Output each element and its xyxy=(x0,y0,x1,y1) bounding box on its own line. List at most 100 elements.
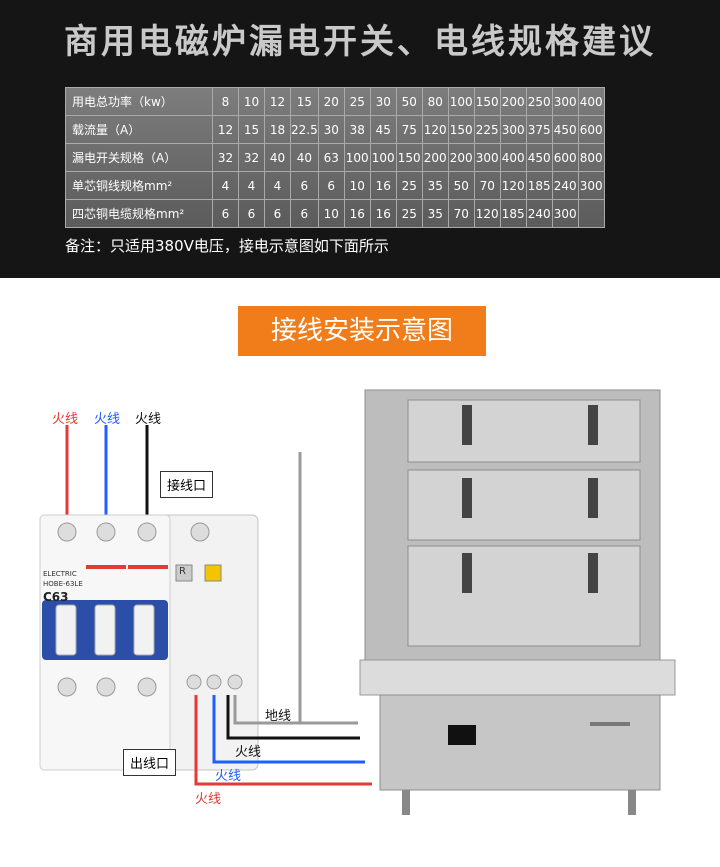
spec-cell: 10 xyxy=(317,199,345,228)
spec-cell: 63 xyxy=(317,143,345,172)
spec-cell: 30 xyxy=(317,115,345,144)
spec-cell: 120 xyxy=(421,115,449,144)
output-live-label-black: 火线 xyxy=(235,745,262,760)
spec-cell: 32 xyxy=(212,143,239,172)
spec-cell: 35 xyxy=(421,171,449,200)
spec-cell: 10 xyxy=(343,171,371,200)
spec-cell: 200 xyxy=(499,87,527,116)
input-live-label-3: 火线 xyxy=(135,412,162,427)
spec-cell: 32 xyxy=(238,143,265,172)
spec-cell: 40 xyxy=(290,143,319,172)
spec-cell: 15 xyxy=(238,115,265,144)
spec-cell: 185 xyxy=(499,199,527,228)
spec-cell: 6 xyxy=(290,171,319,200)
spec-cell: 50 xyxy=(395,87,423,116)
spec-cell: 120 xyxy=(499,171,527,200)
spec-row-label: 漏电开关规格（A） xyxy=(65,143,213,172)
spec-cell: 100 xyxy=(447,87,475,116)
spec-row-label: 单芯铜线规格mm² xyxy=(65,171,213,200)
spec-cell: 10 xyxy=(238,87,265,116)
input-live-label-2: 火线 xyxy=(94,412,121,427)
ground-label: 地线 xyxy=(265,709,292,724)
outlet-label: 出线口 xyxy=(123,749,177,776)
spec-cell: 240 xyxy=(525,199,553,228)
spec-cell: 22.5 xyxy=(290,115,319,144)
spec-cell: 38 xyxy=(343,115,371,144)
spec-cell: 70 xyxy=(473,171,501,200)
spec-cell: 200 xyxy=(447,143,475,172)
breaker-rating: C63 xyxy=(43,590,69,604)
input-live-label-1: 火线 xyxy=(52,412,79,427)
spec-cell: 400 xyxy=(499,143,527,172)
spec-cell: 300 xyxy=(577,171,605,200)
spec-cell: 70 xyxy=(447,199,475,228)
spec-cell: 16 xyxy=(369,199,397,228)
spec-cell: 200 xyxy=(421,143,449,172)
spec-row-label: 用电总功率（kw） xyxy=(65,87,213,116)
spec-cell: 80 xyxy=(421,87,449,116)
spec-cell: 300 xyxy=(551,199,579,228)
ground-wire xyxy=(233,452,302,725)
spec-cell: 25 xyxy=(395,171,423,200)
spec-cell: 240 xyxy=(551,171,579,200)
breaker-brand: ELECTRIC xyxy=(43,570,77,578)
spec-cell: 6 xyxy=(238,199,265,228)
spec-cell: 75 xyxy=(395,115,423,144)
spec-cell: 25 xyxy=(395,199,423,228)
spec-cell: 4 xyxy=(238,171,265,200)
spec-cell: 400 xyxy=(577,87,605,116)
spec-cell: 6 xyxy=(317,171,345,200)
spec-cell: 18 xyxy=(264,115,291,144)
spec-cell: 100 xyxy=(343,143,371,172)
spec-cell: 6 xyxy=(290,199,319,228)
spec-cell: 800 xyxy=(577,143,605,172)
spec-cell: 450 xyxy=(551,115,579,144)
page-title: 商用电磁炉漏电开关、电线规格建议 xyxy=(64,22,656,62)
breaker-model: HOBE-63LE xyxy=(43,580,83,588)
spec-cell: 15 xyxy=(290,87,319,116)
inlet-label: 接线口 xyxy=(160,471,214,498)
spec-cell: 300 xyxy=(551,87,579,116)
spec-cell: 25 xyxy=(343,87,371,116)
spec-cell: 600 xyxy=(577,115,605,144)
spec-cell: 300 xyxy=(499,115,527,144)
spec-cell: 6 xyxy=(212,199,239,228)
wiring-diagram xyxy=(39,389,676,815)
spec-row-label: 载流量（A） xyxy=(65,115,213,144)
spec-row-label: 四芯铜电缆规格mm² xyxy=(65,199,213,228)
spec-cell: 225 xyxy=(473,115,501,144)
output-live-label-blue: 火线 xyxy=(215,769,242,784)
spec-cell: 4 xyxy=(264,171,291,200)
diagram-banner: 接线安装示意图 xyxy=(238,306,486,356)
spec-cell: 120 xyxy=(473,199,501,228)
note-text: 备注：只适用380V电压，接电示意图如下面所示 xyxy=(65,237,389,255)
spec-cell: 30 xyxy=(369,87,397,116)
spec-cell: 40 xyxy=(264,143,291,172)
spec-cell: 450 xyxy=(525,143,553,172)
spec-cell: 185 xyxy=(525,171,553,200)
spec-cell: 250 xyxy=(525,87,553,116)
spec-cell: 16 xyxy=(369,171,397,200)
spec-cell: 20 xyxy=(317,87,345,116)
output-wire-red xyxy=(194,695,372,786)
spec-cell: 35 xyxy=(421,199,449,228)
spec-cell: 45 xyxy=(369,115,397,144)
spec-cell: 16 xyxy=(343,199,371,228)
breaker-r-mark: R xyxy=(179,566,186,577)
steam-cabinet xyxy=(359,389,676,815)
breaker xyxy=(39,514,259,771)
spec-cell: 12 xyxy=(212,115,239,144)
spec-cell xyxy=(577,199,605,228)
spec-cell: 4 xyxy=(212,171,239,200)
spec-cell: 12 xyxy=(264,87,291,116)
spec-cell: 6 xyxy=(264,199,291,228)
spec-cell: 300 xyxy=(473,143,501,172)
spec-cell: 150 xyxy=(395,143,423,172)
